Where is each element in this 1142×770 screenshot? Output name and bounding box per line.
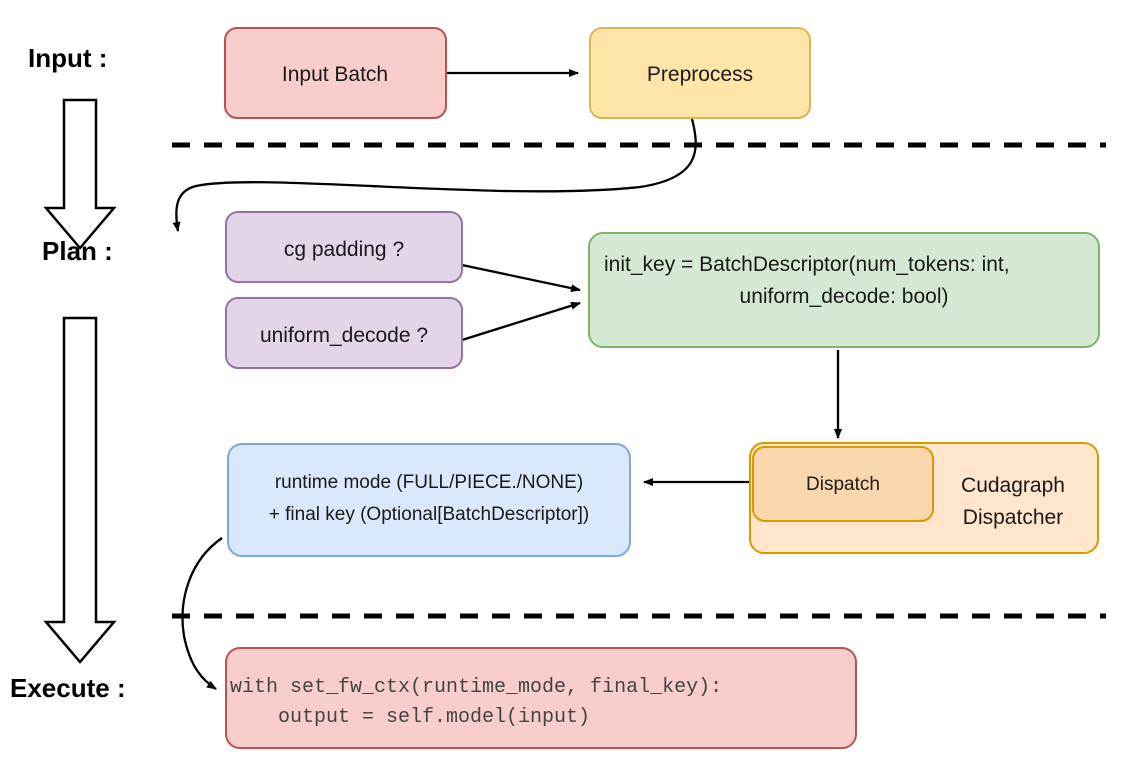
node-cg-padding-label: cg padding ? [284, 238, 404, 261]
node-input-batch[interactable]: Input Batch [224, 27, 447, 119]
node-uniform-decode[interactable]: uniform_decode ? [225, 297, 463, 369]
node-input-batch-label: Input Batch [282, 63, 388, 86]
node-cudagraph-dispatcher-line2: Dispatcher [963, 506, 1063, 529]
node-uniform-decode-shape [225, 297, 463, 369]
node-code-block-shape [225, 647, 857, 749]
arrow-uniform-decode-to-init-key [461, 301, 581, 342]
node-uniform-decode-label: uniform_decode ? [260, 324, 428, 347]
arrow-preprocess-to-cg-padding [172, 118, 697, 232]
node-cudagraph-dispatcher-line1: Cudagraph [961, 474, 1065, 497]
node-dispatch-label: Dispatch [806, 474, 880, 495]
node-cg-padding-shape [225, 211, 463, 283]
node-runtime-mode-shape [227, 443, 631, 557]
node-init-key-shape [588, 232, 1100, 348]
node-preprocess-shape [589, 27, 811, 119]
node-cg-padding[interactable]: cg padding ? [225, 211, 463, 283]
stage-label-execute: Execute : [10, 673, 126, 703]
arrow-runtime-mode-to-code-block [181, 537, 223, 690]
node-dispatch-shape [752, 446, 934, 522]
node-input-batch-shape [224, 27, 447, 119]
node-init-key[interactable]: init_key = BatchDescriptor(num_tokens: i… [588, 232, 1100, 348]
node-code-block[interactable]: with set_fw_ctx(runtime_mode, final_key)… [225, 647, 857, 749]
node-runtime-mode-line2: + final key (Optional[BatchDescriptor]) [269, 504, 590, 525]
arrow-cg-padding-to-init-key [461, 263, 581, 293]
node-code-block-line2: output = self.model(input) [230, 706, 590, 729]
plan-to-execute-block-arrow [43, 316, 117, 664]
node-init-key-line2: uniform_decode: bool) [740, 285, 949, 308]
stage-label-input: Input : [28, 43, 107, 73]
node-preprocess-label: Preprocess [647, 63, 753, 86]
node-runtime-mode[interactable]: runtime mode (FULL/PIECE./NONE) + final … [227, 443, 631, 557]
input-to-plan-block-arrow [43, 98, 117, 250]
node-code-block-line1: with set_fw_ctx(runtime_mode, final_key)… [230, 676, 722, 699]
node-preprocess[interactable]: Preprocess [589, 27, 811, 119]
node-init-key-line1: init_key = BatchDescriptor(num_tokens: i… [604, 253, 1010, 276]
node-dispatch[interactable]: Dispatch [752, 446, 934, 522]
node-runtime-mode-line1: runtime mode (FULL/PIECE./NONE) [275, 472, 583, 493]
